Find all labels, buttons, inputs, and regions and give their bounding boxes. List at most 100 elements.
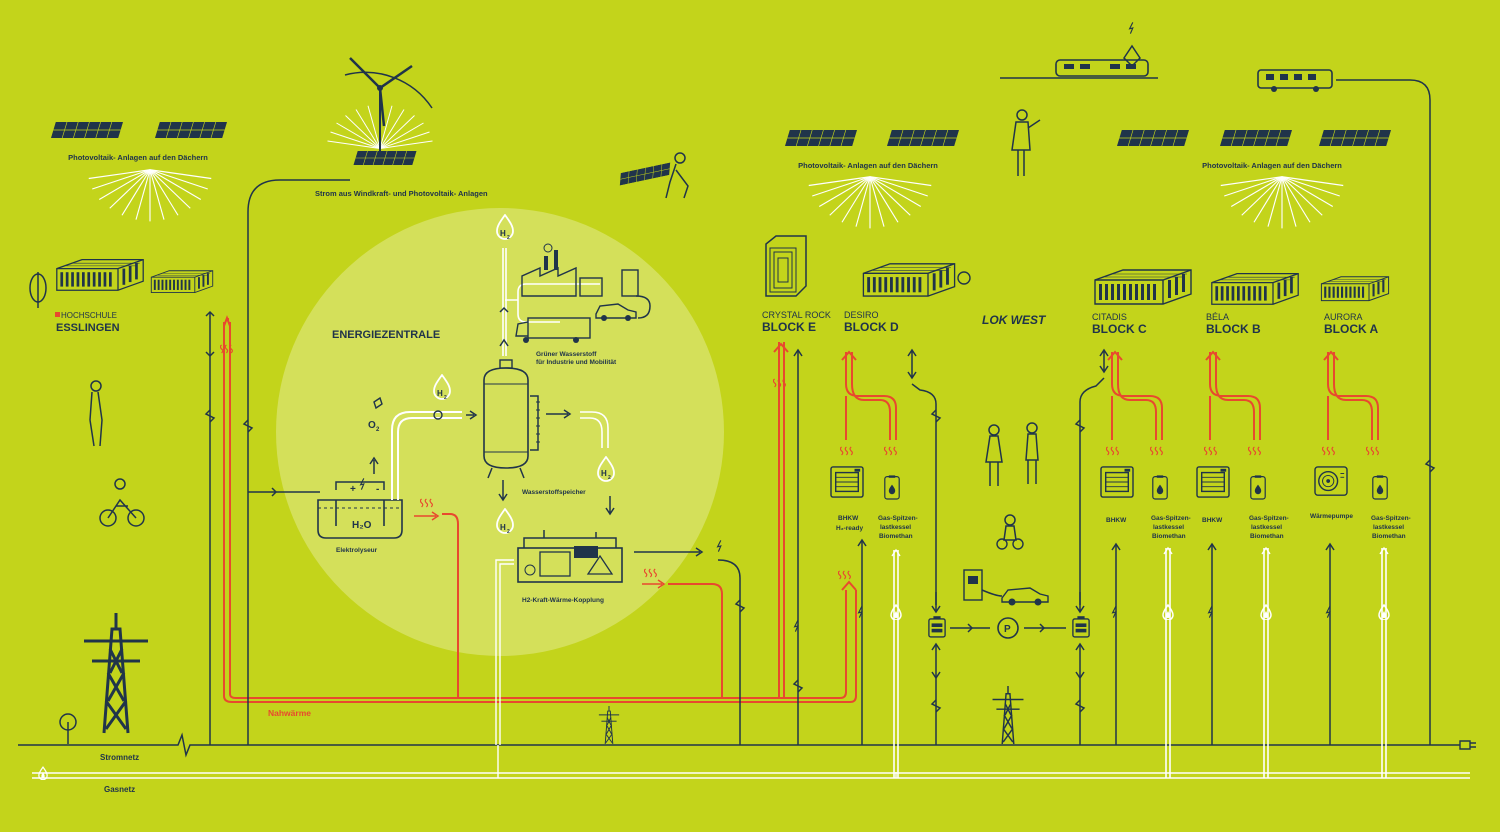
block-c-connections xyxy=(1074,348,1174,778)
parking-icon xyxy=(997,617,1019,639)
h2-pipe-to-kwk xyxy=(546,409,615,516)
block-e-sub: CRYSTAL ROCK xyxy=(762,310,831,320)
wind-label: Strom aus Windkraft- und Photovoltaik- A… xyxy=(315,189,488,198)
block-a-name: BLOCK A xyxy=(1324,322,1379,336)
h2-chp-unit-icon xyxy=(517,530,623,583)
svg-text:-: - xyxy=(376,484,379,495)
gas-d-label-3: Biomethan xyxy=(879,533,913,540)
lok-west-logo: LOK WEST xyxy=(982,313,1047,327)
o2-label: O xyxy=(368,420,376,431)
pv-label-middle: Photovoltaik- Anlagen auf den Dächern xyxy=(798,161,938,170)
o2-output xyxy=(369,396,383,474)
gas-c-label-1: Gas-Spitzen- xyxy=(1151,515,1191,522)
svg-text:2: 2 xyxy=(507,529,510,535)
power-output-kwk xyxy=(634,540,746,745)
gruener-h2-label-2: für Industrie und Mobilität xyxy=(536,359,617,366)
gas-c-label-3: Biomethan xyxy=(1152,533,1186,540)
svg-text:H: H xyxy=(437,389,443,398)
block-b-sub: BÉLA xyxy=(1206,312,1229,322)
tram-icon xyxy=(1000,22,1158,79)
block-e-name: BLOCK E xyxy=(762,320,816,334)
walking-person-icon xyxy=(89,380,103,447)
cyclist-icon xyxy=(99,478,145,527)
heat-output-electrolyser xyxy=(414,498,459,698)
block-d-connections xyxy=(830,348,942,778)
bhkw-d-label-2: H₂-ready xyxy=(836,525,863,532)
heatpump-label: Wärmepumpe xyxy=(1310,513,1353,520)
block-b-connections xyxy=(1196,350,1272,778)
building-block-e-icon xyxy=(765,235,807,297)
gas-a-label-1: Gas-Spitzen- xyxy=(1371,515,1411,522)
wind-power-line xyxy=(242,179,350,745)
pv-label-right: Photovoltaik- Anlagen auf den Dächern xyxy=(1202,161,1342,170)
truck-icon xyxy=(515,317,591,343)
ev-charger-icon xyxy=(963,569,1003,601)
stromnetz-label: Stromnetz xyxy=(100,753,139,762)
svg-text:H: H xyxy=(500,523,506,532)
gasnetz-line xyxy=(32,772,1470,779)
block-d-sub: DESIRO xyxy=(844,310,879,320)
heat-output-kwk xyxy=(642,568,723,698)
energiezentrale-title: ENERGIEZENTRALE xyxy=(332,329,440,341)
car-icon-right xyxy=(1001,587,1049,606)
electrolyser-icon: + - xyxy=(317,478,403,539)
block-a-connections xyxy=(1314,350,1390,778)
h2o-label: H₂O xyxy=(352,520,372,531)
building-block-d-icon xyxy=(862,262,971,298)
gas-b-label-3: Biomethan xyxy=(1250,533,1284,540)
gas-c-label-2: lastkessel xyxy=(1153,524,1184,531)
battery-parking-system xyxy=(928,592,1090,745)
pv-label-left: Photovoltaik- Anlagen auf den Dächern xyxy=(68,153,208,162)
electrolyser-label: Elektrolyseur xyxy=(336,547,378,554)
bhkw-b-label: BHKW xyxy=(1202,517,1223,524)
svg-text:H: H xyxy=(601,469,607,478)
block-b-name: BLOCK B xyxy=(1206,322,1261,336)
mobility-power-line xyxy=(1336,79,1436,745)
svg-text:2: 2 xyxy=(376,427,380,433)
car-icon-center xyxy=(595,303,637,321)
tree-icon-small xyxy=(59,713,77,744)
gas-a-label-3: Biomethan xyxy=(1372,533,1406,540)
block-a-sub: AURORA xyxy=(1324,312,1363,322)
worker-with-panel-icon xyxy=(617,152,689,199)
h2-pipe-to-storage xyxy=(391,374,478,500)
bhkw-c-label: BHKW xyxy=(1106,517,1127,524)
svg-text:H: H xyxy=(500,229,506,238)
svg-text:2: 2 xyxy=(507,235,510,241)
gas-network-taps xyxy=(495,559,897,778)
storage-label: Wasserstoffspeicher xyxy=(522,489,586,496)
hochschule-label-top: HOCHSCHULE xyxy=(61,311,117,320)
gruener-h2-label-1: Grüner Wasserstoff xyxy=(536,351,597,358)
block-labels: CRYSTAL ROCK BLOCK E DESIRO BLOCK D CITA… xyxy=(762,310,1379,336)
gas-a-label-2: lastkessel xyxy=(1373,524,1404,531)
hydrogen-storage-tank-icon xyxy=(483,359,540,479)
svg-text:2: 2 xyxy=(608,475,611,481)
bhkw-d-label-1: BHKW xyxy=(838,515,859,522)
hochschule-building-icon xyxy=(29,258,214,308)
gasnetz-label: Gasnetz xyxy=(104,785,135,794)
wind-turbine-icon xyxy=(326,57,434,165)
stromnetz-line xyxy=(18,732,1460,758)
gas-d-label-1: Gas-Spitzen- xyxy=(878,515,918,522)
block-d-name: BLOCK D xyxy=(844,320,899,334)
kwk-label: H2-Kraft-Wärme-Kopplung xyxy=(522,597,604,604)
person-icon-top xyxy=(1011,109,1041,176)
h2-pipe-down xyxy=(496,480,514,534)
nahwaerme-line xyxy=(223,322,857,703)
bus-icon xyxy=(1257,69,1333,92)
svg-text:+: + xyxy=(350,484,356,495)
parking-label: P xyxy=(1004,624,1011,635)
gas-d-label-2: lastkessel xyxy=(880,524,911,531)
svg-text:2: 2 xyxy=(444,395,447,401)
hochschule-label-bottom: ESSLINGEN xyxy=(56,322,120,334)
energiezentrale-glow xyxy=(276,208,724,656)
people-group-icon xyxy=(985,422,1039,550)
block-c-name: BLOCK C xyxy=(1092,322,1147,336)
factory-icon xyxy=(521,243,639,297)
nahwaerme-label: Nahwärme xyxy=(268,708,311,718)
hochschule-grid-connection xyxy=(204,310,234,745)
block-c-sub: CITADIS xyxy=(1092,312,1127,322)
block-e-connections xyxy=(773,342,804,745)
gas-b-label-2: lastkessel xyxy=(1251,524,1282,531)
